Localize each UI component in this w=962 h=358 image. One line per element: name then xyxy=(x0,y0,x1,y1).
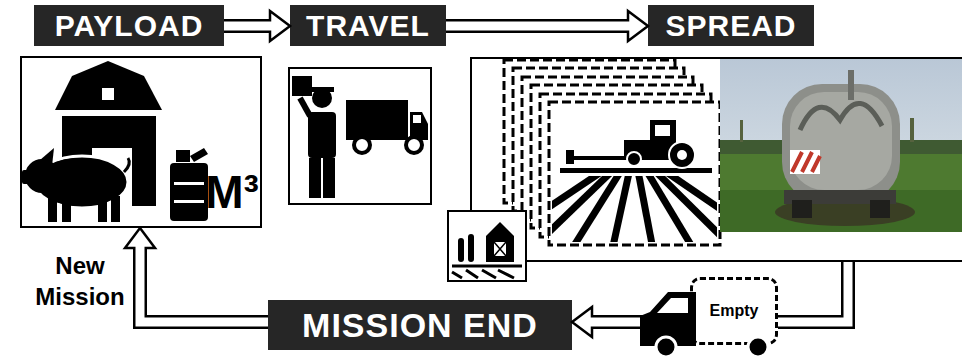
hollow-arrow xyxy=(224,11,290,41)
spreading-photo-part xyxy=(792,152,820,172)
truck-cab-part xyxy=(656,337,676,357)
hollow-arrow xyxy=(572,307,690,337)
hollow-arrow xyxy=(446,11,648,41)
driver-icon-part xyxy=(323,158,335,198)
cargo-box: Empty xyxy=(690,277,778,345)
farm-icon-part xyxy=(494,242,506,256)
travel-panel: TRAVEL xyxy=(288,67,432,205)
truck-icon-part xyxy=(354,137,370,153)
farm-icon-part xyxy=(452,266,522,278)
arrow-fill xyxy=(446,22,631,31)
tractor-field-icon-part-part xyxy=(552,176,634,242)
unit-label: M³ xyxy=(196,166,268,218)
pig-icon-part xyxy=(22,170,32,184)
arrow-outline xyxy=(140,248,268,322)
driver-icon xyxy=(292,76,336,198)
tractor-field-icon-part-part xyxy=(634,176,717,242)
hollow-arrow xyxy=(778,262,848,322)
pig-icon-part xyxy=(40,148,54,166)
arrow-fill xyxy=(778,262,848,322)
tractor-field-icon-part xyxy=(650,120,676,144)
stage-heading: PAYLOAD xyxy=(34,5,224,46)
tractor-field-icon-part-part xyxy=(634,176,717,242)
truck-cab xyxy=(640,292,768,357)
canister-icon-part xyxy=(176,150,190,162)
stage-heading: TRAVEL xyxy=(290,5,446,46)
pig-icon xyxy=(22,148,129,222)
truck-icon-part xyxy=(413,115,421,123)
spreading-photo-part xyxy=(720,190,962,232)
driver-icon-part xyxy=(309,158,321,198)
spreading-photo-part xyxy=(782,84,900,202)
spread-panel: SPREAD xyxy=(470,57,962,262)
tractor-field-icon-part xyxy=(669,142,695,168)
tractor-field-icon-part xyxy=(655,125,670,136)
canister-icon-part xyxy=(170,163,208,221)
tractor-field-icon-part xyxy=(552,176,717,242)
farm-icon-part xyxy=(458,238,464,262)
spreading-photo-part xyxy=(740,120,743,142)
tractor-field-icon-part xyxy=(566,150,574,164)
pig-icon-part xyxy=(48,196,57,222)
canister-icon xyxy=(170,148,208,221)
tractor-field-icon-part xyxy=(677,150,687,160)
barn-icon-part xyxy=(55,61,162,110)
farm-icon xyxy=(448,211,526,281)
spreading-photo-part xyxy=(910,118,914,142)
arrow-fill xyxy=(589,318,690,327)
field-cards xyxy=(504,60,720,245)
tractor-field-icon-part-part xyxy=(565,176,634,242)
arrow-fill xyxy=(140,245,268,322)
spreading-photo-part xyxy=(792,200,812,218)
node-text: MISSION END xyxy=(302,306,538,345)
spreading-photo-part xyxy=(720,57,962,232)
spreading-photo-part xyxy=(848,70,854,100)
pig-icon-part xyxy=(62,198,71,222)
tractor-field-icon-part-part xyxy=(610,176,634,242)
driver-icon-part xyxy=(292,76,312,96)
pig-icon-part xyxy=(98,198,107,222)
hollow-arrow xyxy=(125,228,268,322)
farm-icon-part xyxy=(494,242,506,256)
driver-icon-part xyxy=(308,112,336,158)
barn-icon-part xyxy=(102,88,114,100)
tractor-field-icon-part xyxy=(560,168,712,173)
truck-cab-part xyxy=(657,298,688,313)
pig-icon-part xyxy=(111,196,120,222)
spreading-photo-part xyxy=(870,200,890,218)
tractor-field-icon-part xyxy=(627,152,641,166)
loop-label: New Mission xyxy=(24,250,136,312)
canister-icon-part xyxy=(174,182,204,185)
driver-icon-part xyxy=(310,87,334,92)
truck-icon-part xyxy=(346,100,408,140)
tractor-field-icon-part xyxy=(570,156,626,160)
field-cards-part xyxy=(549,102,720,245)
stage-box: MISSION END xyxy=(268,300,572,350)
node-text: Empty xyxy=(710,302,759,320)
stage-heading: SPREAD xyxy=(648,5,814,46)
truck-icon-part xyxy=(406,137,422,153)
spreading-photo-part xyxy=(790,150,820,174)
arrow-fill xyxy=(224,22,273,31)
farm-icon-part xyxy=(468,234,474,262)
driver-icon-part xyxy=(300,98,310,116)
tractor-field-icon-part-part xyxy=(552,176,634,242)
arrow-outline xyxy=(778,262,848,322)
farm-icon-part xyxy=(486,222,514,262)
truck-icon xyxy=(346,100,428,153)
pig-icon-part xyxy=(124,158,129,172)
truck-cab-part xyxy=(748,337,768,357)
spreading-photo-part xyxy=(800,103,882,130)
farm-icon-part xyxy=(448,211,526,281)
canister-icon-part xyxy=(190,148,208,162)
truck-cab-part xyxy=(640,292,696,346)
spreading-photo-part xyxy=(790,92,892,190)
canister-icon-part xyxy=(174,200,204,203)
spreading-photo xyxy=(720,57,962,232)
